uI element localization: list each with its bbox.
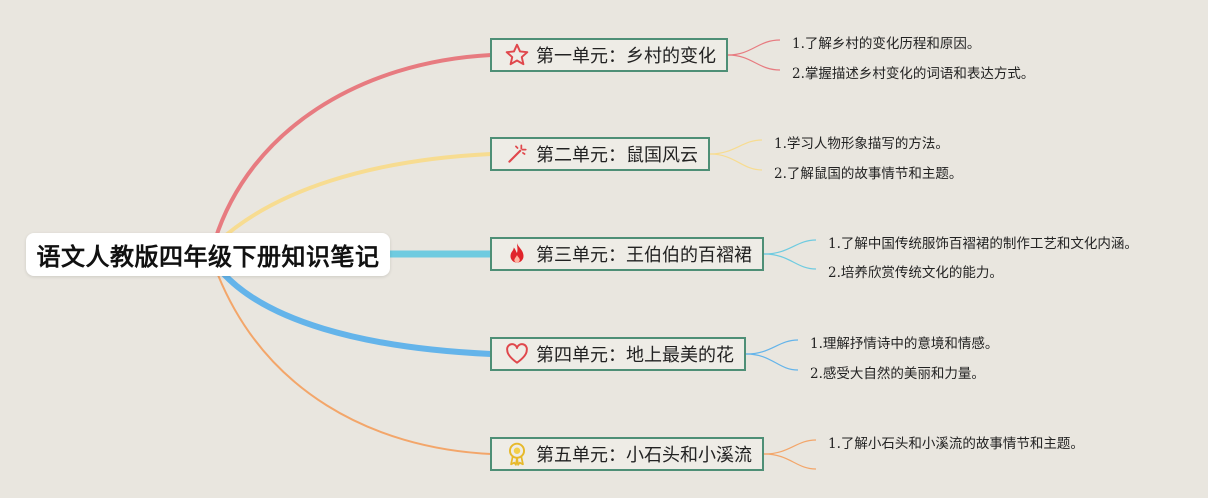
medal-icon — [504, 441, 530, 467]
root-topic[interactable]: 语文人教版四年级下册知识笔记 — [26, 233, 390, 276]
unit-2-topic[interactable]: 第二单元：鼠国风云 — [490, 137, 710, 171]
unit-2-note-2: 2.了解鼠国的故事情节和主题。 — [774, 166, 963, 182]
note-line-4-2 — [745, 353, 799, 371]
unit-1-note-1: 1.了解乡村的变化历程和原因。 — [792, 36, 981, 52]
note-line-5-1 — [763, 439, 817, 455]
unit-5-topic[interactable]: 第五单元：小石头和小溪流 — [490, 437, 764, 471]
branch-line-unit-1 — [213, 53, 492, 241]
unit-4-title: 第四单元：地上最美的花 — [536, 345, 734, 366]
unit-3-note-2: 2.培养欣赏传统文化的能力。 — [828, 265, 1003, 281]
flame-icon — [504, 241, 530, 267]
unit-1-topic[interactable]: 第一单元：乡村的变化 — [490, 38, 728, 72]
unit-1-note-2: 2.掌握描述乡村变化的词语和表达方式。 — [792, 66, 1035, 82]
magic-wand-icon — [504, 141, 530, 167]
unit-2-title: 第二单元：鼠国风云 — [536, 145, 698, 166]
unit-3-title: 第三单元：王伯伯的百褶裙 — [536, 245, 752, 266]
branch-line-unit-4 — [219, 269, 492, 357]
unit-3-note-1: 1.了解中国传统服饰百褶裙的制作工艺和文化内涵。 — [828, 236, 1138, 252]
unit-4-note-1: 1.理解抒情诗中的意境和情感。 — [810, 336, 999, 352]
note-line-1-2 — [727, 54, 781, 71]
unit-5-note-1: 1.了解小石头和小溪流的故事情节和主题。 — [828, 436, 1084, 452]
root-title: 语文人教版四年级下册知识笔记 — [36, 243, 380, 271]
note-line-5-2 — [763, 453, 817, 470]
heart-icon — [504, 341, 530, 367]
star-icon — [504, 42, 530, 68]
note-line-3-1 — [763, 239, 817, 255]
note-line-4-1 — [745, 339, 799, 355]
note-line-1-1 — [727, 39, 781, 56]
unit-4-topic[interactable]: 第四单元：地上最美的花 — [490, 337, 746, 371]
branch-line-unit-2 — [216, 152, 492, 244]
note-line-2-2 — [709, 153, 763, 171]
unit-5-title: 第五单元：小石头和小溪流 — [536, 445, 752, 466]
unit-3-topic[interactable]: 第三单元：王伯伯的百褶裙 — [490, 237, 764, 271]
note-line-3-2 — [763, 253, 817, 270]
branch-line-unit-5 — [217, 274, 492, 455]
unit-1-title: 第一单元：乡村的变化 — [536, 46, 716, 67]
unit-4-note-2: 2.感受大自然的美丽和力量。 — [810, 366, 985, 382]
unit-2-note-1: 1.学习人物形象描写的方法。 — [774, 136, 949, 152]
note-line-2-1 — [709, 139, 763, 155]
